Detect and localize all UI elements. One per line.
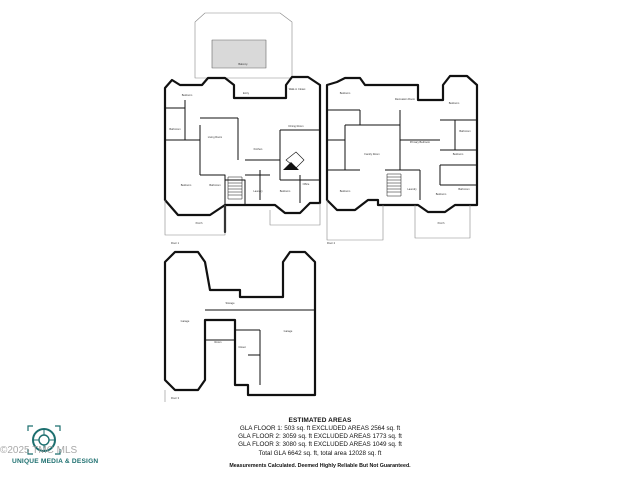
room-label: Laundry (253, 189, 263, 193)
area-line-total: Total GLA 6642 sq. ft, total area 12028 … (258, 449, 382, 457)
room-label: Bedroom (340, 189, 351, 193)
room-label: Living Room (208, 135, 222, 139)
floor-2-plan (325, 74, 479, 241)
room-label: Laundry (407, 187, 417, 191)
room-label: Family Room (364, 152, 379, 156)
floor-3-outline (163, 250, 317, 397)
floor-3-plan (163, 250, 317, 402)
room-label: Bedroom (453, 152, 464, 156)
room-label: Dining Room (289, 124, 304, 128)
camera-shutter-icon (27, 425, 61, 455)
room-label: Storage (225, 301, 235, 305)
fireplace (283, 162, 299, 170)
room-label: Bedroom (449, 101, 460, 105)
area-line-floor-1: GLA FLOOR 1: 503 sq. ft EXCLUDED AREAS 2… (239, 425, 401, 432)
room-label: Porch (438, 221, 445, 225)
room-label: Bathroom (169, 127, 180, 131)
balcony-outline-right (269, 203, 321, 226)
room-label: Recreation Room (395, 97, 415, 101)
floor-label: Floor 1 (171, 241, 180, 245)
room-label: Bedroom (340, 91, 351, 95)
porch-outline-right (414, 205, 471, 239)
measurement-disclaimer: Measurements Calculated. Deemed Highly R… (229, 463, 411, 469)
room-label: Bedroom (280, 189, 291, 193)
room-label: Office (303, 182, 310, 186)
estimated-areas-list: GLA FLOOR 1: 503 sq. ft EXCLUDED AREAS 2… (0, 425, 640, 458)
estimated-areas-title: ESTIMATED AREAS (288, 417, 352, 424)
room-label: Balcony (238, 62, 248, 66)
room-label: Room (215, 340, 222, 344)
floor-label: Floor 2 (327, 241, 336, 245)
pool (211, 39, 267, 69)
room-label: Entry (243, 91, 250, 95)
stairs-floor-2 (386, 173, 402, 197)
room-label: Garage (181, 319, 190, 323)
area-line-floor-2: GLA FLOOR 2: 3059 sq. ft EXCLUDED AREAS … (238, 433, 402, 441)
room-label: Walk-in Closet (289, 87, 306, 91)
room-label: Bedroom (436, 192, 447, 196)
room-label: Bedroom (181, 183, 192, 187)
room-label: Bathroom (459, 129, 470, 133)
stairs-floor-1 (227, 176, 243, 200)
balcony-outline (164, 200, 226, 236)
room-label: Bathroom (458, 187, 469, 191)
floor-label: Floor 3 (171, 396, 180, 400)
floor-2-outline (325, 74, 479, 214)
porch-outline-left (326, 200, 384, 241)
room-label: Porch (196, 221, 203, 225)
room-label: Bathroom (209, 183, 220, 187)
room-label: Closet (238, 345, 246, 349)
room-label: Bedroom (182, 93, 193, 97)
room-label: Garage (284, 329, 293, 333)
mls-watermark: ©2025 TMC MLS (0, 445, 78, 456)
logo-text: UNIQUE MEDIA & DESIGN (12, 458, 99, 465)
floor-1-plan (163, 12, 322, 236)
room-label: Primary Bedroom (410, 140, 430, 144)
floor-1-outline (163, 75, 322, 234)
room-label: Kitchen (254, 147, 263, 151)
area-line-floor-3: GLA FLOOR 3: 3080 sq. ft EXCLUDED AREAS … (238, 441, 402, 449)
